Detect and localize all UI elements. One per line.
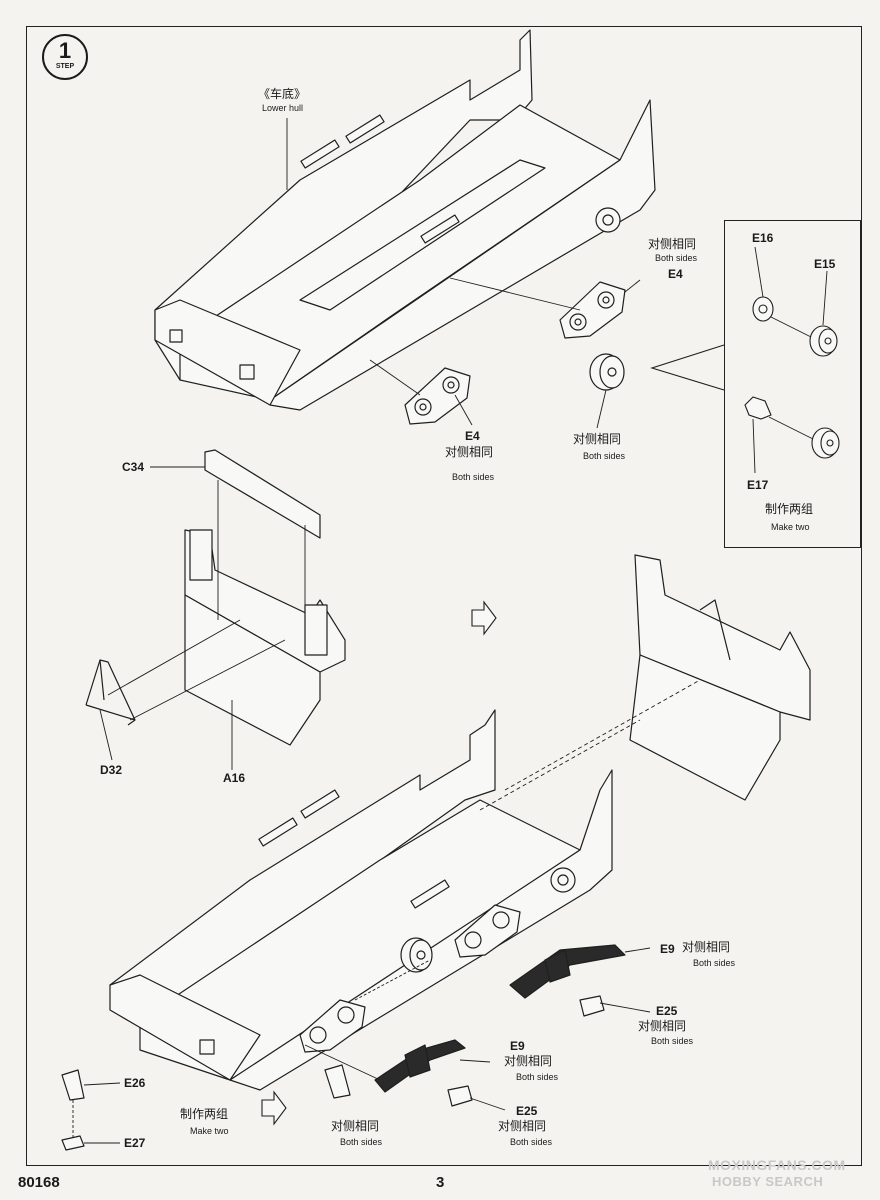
upper-lower-hull bbox=[154, 29, 656, 411]
part-label-e15: E15 bbox=[814, 257, 836, 271]
e27-part bbox=[61, 1135, 85, 1151]
rear-plate-assembled bbox=[629, 554, 811, 801]
e25-cap-lower bbox=[447, 1085, 473, 1107]
both-sides-cn-e25-upper: 对侧相同 bbox=[638, 1019, 687, 1033]
both-sides-en-e4-top: Both sides bbox=[655, 253, 698, 263]
both-sides-cn-lower-part: 对侧相同 bbox=[331, 1119, 380, 1133]
part-label-d32: D32 bbox=[100, 763, 123, 777]
part-label-e25-lower: E25 bbox=[516, 1104, 538, 1118]
inset-box bbox=[724, 220, 861, 548]
hull-label-cn: 《车底》 bbox=[258, 87, 307, 101]
make-two-cn-inset: 制作两组 bbox=[765, 502, 814, 516]
part-label-e25-upper: E25 bbox=[656, 1004, 678, 1018]
lower-bracket-left bbox=[299, 999, 366, 1053]
e15-wheel bbox=[809, 325, 838, 357]
hull-label-en: Lower hull bbox=[262, 103, 304, 113]
part-label-e9-upper: E9 bbox=[660, 942, 675, 956]
c34-plate bbox=[204, 449, 321, 539]
both-sides-cn-e25-lower: 对侧相同 bbox=[498, 1119, 547, 1133]
both-sides-en-e25-upper: Both sides bbox=[651, 1036, 694, 1046]
make-two-en-bottom: Make two bbox=[190, 1126, 229, 1136]
step-number: 1 bbox=[58, 38, 72, 63]
both-sides-cn-wheel: 对侧相同 bbox=[573, 432, 622, 446]
e4-bracket-right bbox=[559, 281, 626, 339]
part-label-e17: E17 bbox=[747, 478, 769, 492]
kit-number: 80168 bbox=[18, 1174, 60, 1191]
make-two-en-inset: Make two bbox=[771, 522, 810, 532]
part-label-e9-lower: E9 bbox=[510, 1039, 525, 1053]
lower-bracket-right bbox=[454, 904, 521, 958]
both-sides-en-e9-upper: Both sides bbox=[693, 958, 736, 968]
both-sides-cn-e4-mid: 对侧相同 bbox=[445, 445, 494, 459]
e26-part bbox=[61, 1069, 85, 1101]
part-label-e4-mid: E4 bbox=[465, 429, 480, 443]
both-sides-en-lower-part: Both sides bbox=[340, 1137, 383, 1147]
page-number: 3 bbox=[436, 1174, 445, 1191]
lower-small-part bbox=[324, 1064, 351, 1099]
arrow-right-mid bbox=[471, 600, 497, 636]
watermark-brand: HOBBY SEARCH bbox=[712, 1174, 824, 1189]
part-label-e16: E16 bbox=[752, 231, 774, 245]
e9-arm-upper bbox=[509, 944, 626, 999]
road-wheel-upper bbox=[589, 353, 625, 391]
both-sides-en-wheel: Both sides bbox=[583, 451, 626, 461]
e25-cap-upper bbox=[579, 995, 605, 1017]
step-label: STEP bbox=[55, 63, 75, 70]
both-sides-en-e25-lower: Both sides bbox=[510, 1137, 553, 1147]
watermark-site: MOXINGFANS.COM bbox=[708, 1157, 846, 1173]
d32-support bbox=[85, 659, 136, 726]
instruction-frame bbox=[26, 26, 862, 1166]
lower-lower-hull bbox=[109, 709, 613, 1091]
e4-bracket-left bbox=[404, 367, 471, 425]
e9-arm-lower bbox=[374, 1039, 466, 1093]
both-sides-en-e9-lower: Both sides bbox=[516, 1072, 559, 1082]
part-label-a16: A16 bbox=[223, 771, 246, 785]
both-sides-cn-e4-top: 对侧相同 bbox=[648, 237, 697, 251]
step-badge: 1 STEP bbox=[42, 34, 88, 80]
inset-drawing bbox=[744, 246, 840, 474]
make-two-cn-bottom: 制作两组 bbox=[180, 1107, 229, 1121]
e16-part bbox=[752, 296, 774, 322]
part-label-c34: C34 bbox=[122, 460, 145, 474]
both-sides-en-e4-mid: Both sides bbox=[452, 472, 495, 482]
e17-part bbox=[744, 396, 772, 420]
part-label-e4-top: E4 bbox=[668, 267, 683, 281]
both-sides-cn-e9-lower: 对侧相同 bbox=[504, 1054, 553, 1068]
part-label-e26: E26 bbox=[124, 1076, 146, 1090]
inset-wheel-assembled bbox=[811, 427, 840, 459]
road-wheel-lower bbox=[400, 937, 433, 973]
part-label-e27: E27 bbox=[124, 1136, 146, 1150]
both-sides-cn-e9-upper: 对侧相同 bbox=[682, 940, 731, 954]
arrow-right-bottom bbox=[261, 1090, 287, 1126]
